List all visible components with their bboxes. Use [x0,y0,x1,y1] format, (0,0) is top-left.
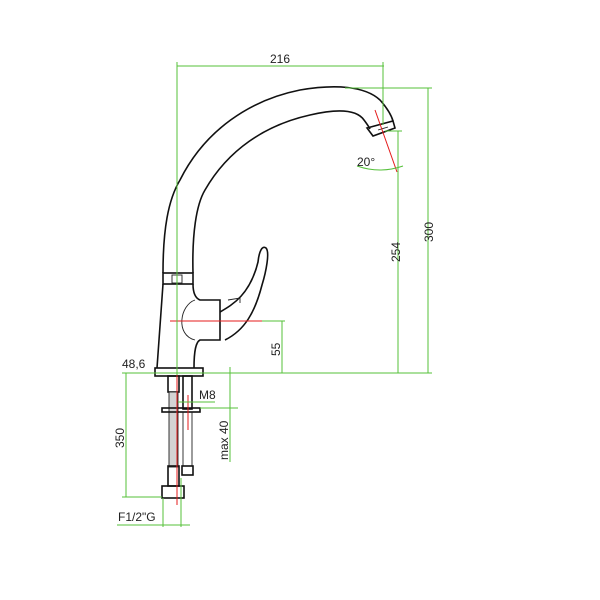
spout [162,86,396,274]
dim-lever-height-label: 55 [269,342,283,356]
faucet-body [154,283,221,377]
dim-width-label: 216 [270,52,290,66]
dim-hose-length-label: 350 [113,428,127,448]
dim-base-diameter-label: 48,6 [122,357,146,371]
spout-nut [162,272,194,285]
lever-handle [219,246,269,341]
supply-hose [161,375,185,499]
centerlines [170,109,398,505]
dim-height-total-label: 300 [422,222,436,242]
dim-spout-height-label: 254 [389,242,403,262]
dim-max-thickness-label: max 40 [217,420,231,460]
dim-hose-connection-label: F1/2"G [118,510,156,524]
dim-angle-label: 20° [357,155,375,169]
mounting-stud [161,375,201,476]
dimension-lines [117,62,432,527]
dim-thread-label: M8 [199,388,216,402]
